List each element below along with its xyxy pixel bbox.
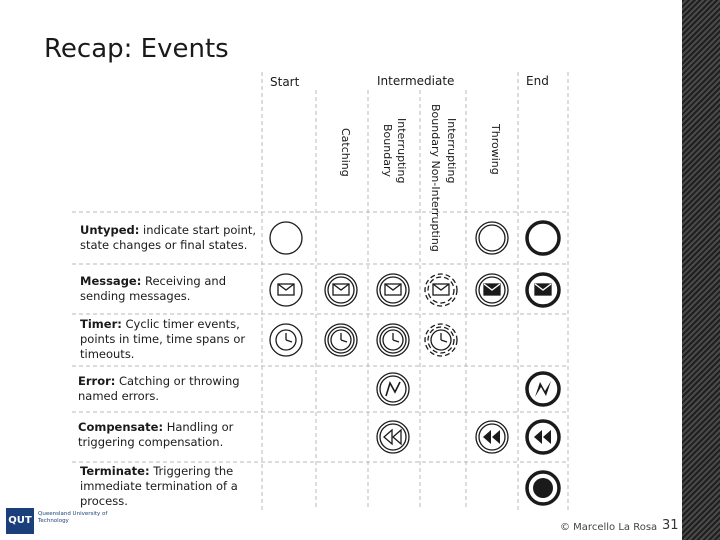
- timer-catching-event-icon: [324, 323, 358, 357]
- terminate-end-event-icon: [525, 470, 561, 506]
- row-compensate-desc: Compensate: Handling or triggering compe…: [78, 420, 237, 449]
- message-boundary-non-interrupting-icon: [424, 273, 458, 307]
- timer-boundary-interrupting-icon: [376, 323, 410, 357]
- error-boundary-interrupting-icon: [376, 372, 410, 406]
- message-events: [269, 272, 561, 308]
- timer-start-event-icon: [269, 323, 303, 357]
- row-untyped-label: Untyped:: [80, 223, 139, 237]
- vlabel-catching: Catching: [339, 128, 352, 177]
- timer-boundary-non-interrupting-icon: [424, 323, 458, 357]
- message-start-event-icon: [269, 273, 303, 307]
- row-timer-label: Timer:: [80, 317, 122, 331]
- vlabel-interrupting: Interrupting: [395, 118, 408, 183]
- page-number: 31: [662, 518, 679, 533]
- vlabel-interrupting-2: Interrupting: [445, 118, 458, 183]
- logo-name: Queensland University of Technology: [38, 511, 108, 524]
- message-boundary-interrupting-icon: [376, 273, 410, 307]
- message-throwing-event-icon: [475, 273, 509, 307]
- untyped-intermediate-throwing-icon: [475, 221, 509, 255]
- row-terminate-label: Terminate:: [80, 464, 150, 478]
- slide-title: Recap: Events: [44, 34, 229, 64]
- vlabel-boundary: Boundary: [381, 124, 394, 177]
- untyped-events: [269, 220, 561, 256]
- row-error-label: Error:: [78, 374, 115, 388]
- column-header-start: Start: [270, 75, 300, 89]
- vlabel-boundary-non-interrupting: Boundary Non-Interrupting: [429, 104, 442, 252]
- footer-copyright: © Marcello La Rosa: [560, 522, 658, 533]
- row-message-label: Message:: [80, 274, 141, 288]
- row-terminate-desc: Terminate: Triggering the immediate term…: [80, 464, 241, 508]
- compensate-events: [376, 419, 561, 455]
- row-untyped-desc: Untyped: indicate start point, state cha…: [80, 223, 260, 252]
- row-timer-desc: Timer: Cyclic timer events, points in ti…: [80, 317, 249, 361]
- vlabel-throwing: Throwing: [489, 123, 502, 175]
- decorative-strip: [682, 0, 720, 540]
- university-logo: QUT Queensland University of Technology: [6, 508, 136, 536]
- error-events: [376, 371, 561, 407]
- row-compensate-label: Compensate:: [78, 420, 163, 434]
- row-error-desc: Error: Catching or throwing named errors…: [78, 374, 243, 403]
- column-header-intermediate: Intermediate: [377, 74, 454, 88]
- untyped-end-event-icon: [525, 220, 561, 256]
- column-header-end: End: [526, 74, 549, 88]
- logo-mark: QUT: [6, 508, 34, 534]
- error-end-event-icon: [525, 371, 561, 407]
- untyped-start-event-icon: [269, 221, 303, 255]
- compensate-end-event-icon: [525, 419, 561, 455]
- message-catching-event-icon: [324, 273, 358, 307]
- message-end-event-icon: [525, 272, 561, 308]
- timer-events: [269, 323, 458, 357]
- grid-lines: [72, 72, 569, 510]
- row-message-desc: Message: Receiving and sending messages.: [80, 274, 230, 303]
- compensate-throwing-event-icon: [475, 420, 509, 454]
- compensate-boundary-interrupting-icon: [376, 420, 410, 454]
